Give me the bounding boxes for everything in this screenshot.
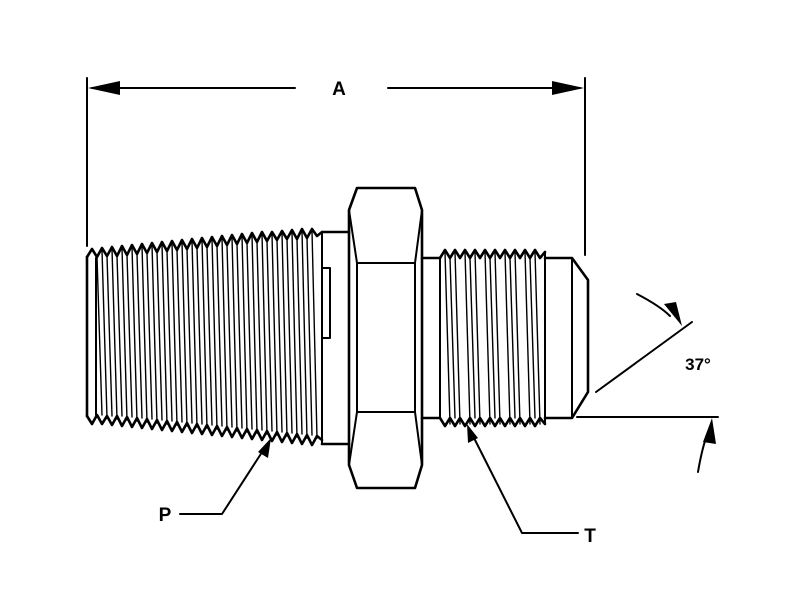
dimension-arrow-left: [88, 81, 120, 95]
undercut-groove: [321, 267, 331, 339]
hex-chamfer-bottom-right: [414, 411, 423, 466]
dimension-label-a: A: [332, 79, 346, 100]
pipe-thread-bottom-profile: [85, 413, 324, 447]
tube-thread-section: [420, 248, 590, 428]
hex-chamfer-top-right: [414, 209, 423, 264]
angle-arrow-upper: [664, 302, 682, 326]
tube-thread-bottom-profile: [438, 416, 547, 428]
flare-angle-annotation: 37°: [576, 293, 719, 473]
tube-thread-lines: [444, 251, 541, 425]
tube-thread-callout: T: [467, 424, 596, 547]
hex-chamfer-top-left: [348, 209, 358, 264]
tube-thread-arrow: [467, 424, 478, 443]
hex-body: [347, 186, 424, 490]
pipe-thread-top-profile: [85, 227, 324, 259]
angle-arc-upper: [636, 293, 671, 317]
tube-thread-label: T: [584, 526, 596, 547]
angle-leader-line: [595, 321, 693, 393]
dimension-a: A: [86, 77, 586, 256]
tube-thread-leader: [471, 433, 579, 534]
dimension-arrow-right: [552, 81, 584, 95]
angle-arrow-lower: [703, 418, 716, 444]
pipe-thread-roots: [96, 237, 313, 436]
hex-chamfer-bottom-left: [348, 411, 358, 466]
pipe-thread-label: P: [159, 505, 172, 526]
tube-thread-top-profile: [438, 248, 547, 260]
hex-outline: [347, 186, 424, 490]
pipe-thread-crests: [101, 230, 318, 439]
pipe-thread-callout: P: [159, 438, 271, 526]
pipe-thread-section: [85, 227, 351, 447]
pipe-thread-leader: [179, 445, 267, 515]
flare-nose-outline: [543, 256, 590, 420]
angle-label: 37°: [685, 355, 711, 374]
pipe-thread-arrow: [258, 438, 271, 458]
